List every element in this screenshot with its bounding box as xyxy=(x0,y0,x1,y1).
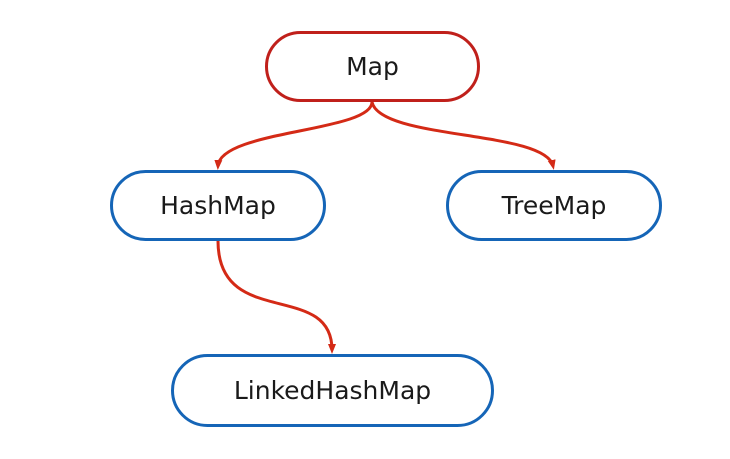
node-treemap: TreeMap xyxy=(446,170,662,241)
edge-map-to-treemap xyxy=(370,101,556,170)
node-linkedhashmap-label: LinkedHashMap xyxy=(233,376,432,405)
node-map: Map xyxy=(265,31,480,102)
node-map-label: Map xyxy=(346,52,399,81)
edge-map-to-hashmap xyxy=(214,101,374,170)
node-hashmap-label: HashMap xyxy=(160,191,276,220)
node-treemap-label: TreeMap xyxy=(501,191,607,220)
edge-hashmap-to-linkedhashmap xyxy=(216,240,336,354)
node-linkedhashmap: LinkedHashMap xyxy=(171,354,494,427)
node-hashmap: HashMap xyxy=(110,170,326,241)
